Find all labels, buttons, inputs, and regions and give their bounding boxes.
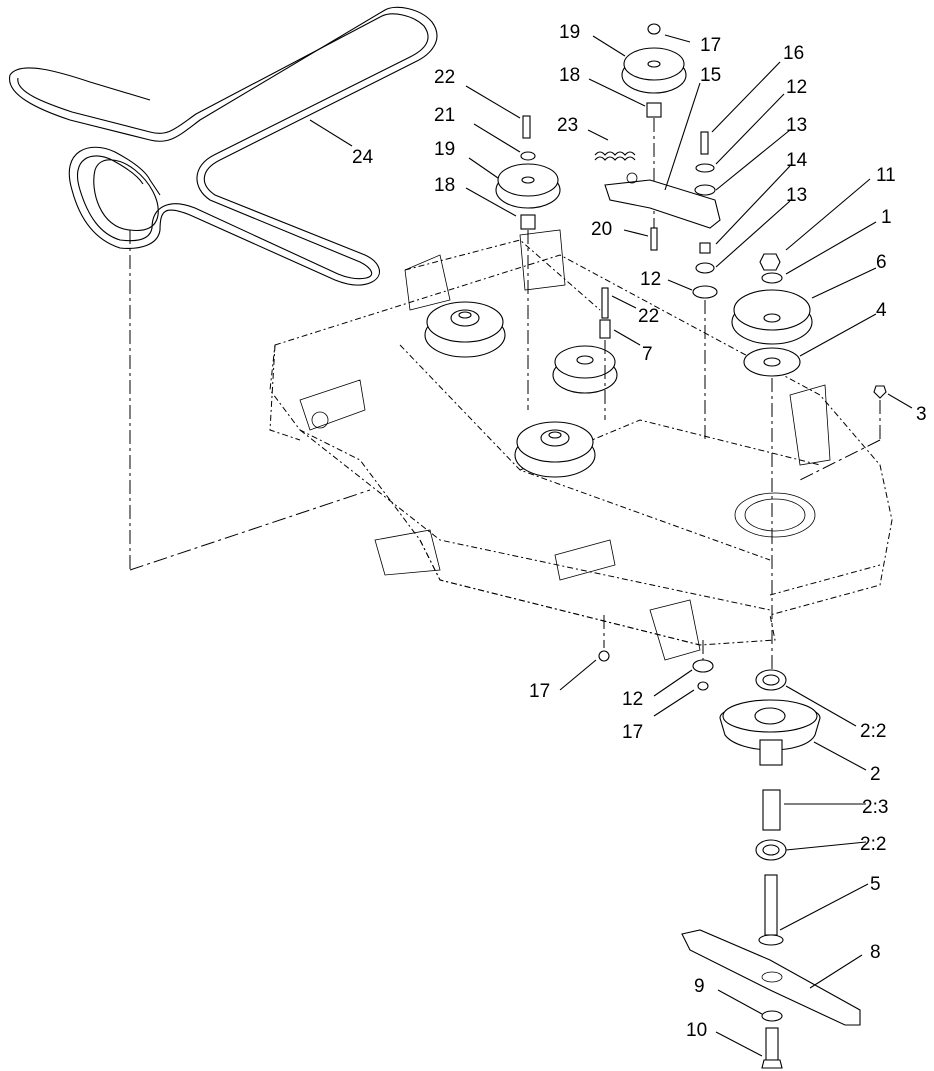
spindle-pulley-stack xyxy=(731,253,813,530)
idler-stack-left xyxy=(495,115,561,410)
spindle-assembly xyxy=(719,530,821,946)
callout-15: 15 xyxy=(700,65,721,86)
callout-14: 14 xyxy=(786,150,808,171)
callout-22: 22 xyxy=(434,67,455,88)
callout-18: 18 xyxy=(434,175,455,196)
idler-pulley-7 xyxy=(552,345,618,394)
callout-24: 24 xyxy=(352,147,374,168)
callout-5: 5 xyxy=(870,874,881,895)
callout-2: 2 xyxy=(870,764,881,785)
arm-hardware-stack xyxy=(692,131,718,440)
drive-belt xyxy=(9,6,438,286)
callout-13: 13 xyxy=(786,115,807,136)
callout-12: 12 xyxy=(786,77,807,98)
callout-20: 20 xyxy=(591,219,612,240)
callout-6: 6 xyxy=(876,252,887,273)
deck-bolts xyxy=(129,230,887,571)
callout-16: 16 xyxy=(783,43,804,64)
mower-deck xyxy=(269,229,893,661)
callout-9: 9 xyxy=(694,976,705,997)
underside-hardware xyxy=(598,615,714,691)
callout-17: 17 xyxy=(622,722,643,743)
deck-pulley-center xyxy=(514,421,596,478)
callout-12: 12 xyxy=(622,689,643,710)
callout-17: 17 xyxy=(529,681,550,702)
idler-arm xyxy=(604,172,721,229)
callout-labels: 24 22 21 19 18 19 17 18 15 23 16 12 13 1… xyxy=(352,22,927,1041)
idler-stack-center xyxy=(621,23,687,251)
callout-2-2: 2:2 xyxy=(860,721,886,742)
callout-8: 8 xyxy=(870,942,881,963)
callout-18: 18 xyxy=(559,65,580,86)
callout-17: 17 xyxy=(700,35,721,56)
callout-13: 13 xyxy=(786,185,807,206)
callout-2-3: 2:3 xyxy=(862,797,888,818)
callout-1: 1 xyxy=(881,207,892,228)
callout-7: 7 xyxy=(642,344,653,365)
callout-19: 19 xyxy=(434,139,455,160)
callout-4: 4 xyxy=(876,300,887,321)
callout-19: 19 xyxy=(559,22,580,43)
callout-10: 10 xyxy=(686,1020,707,1041)
callout-21: 21 xyxy=(434,105,455,126)
callout-23: 23 xyxy=(557,115,578,136)
callout-2-2: 2:2 xyxy=(860,834,886,855)
blade xyxy=(681,929,861,1069)
deck-pulley-left xyxy=(424,301,506,358)
spring xyxy=(594,151,636,161)
callout-3: 3 xyxy=(916,404,927,425)
callout-11: 11 xyxy=(876,165,896,186)
leader-lines xyxy=(309,34,913,1057)
callout-12: 12 xyxy=(640,269,661,290)
callout-22: 22 xyxy=(638,306,659,327)
